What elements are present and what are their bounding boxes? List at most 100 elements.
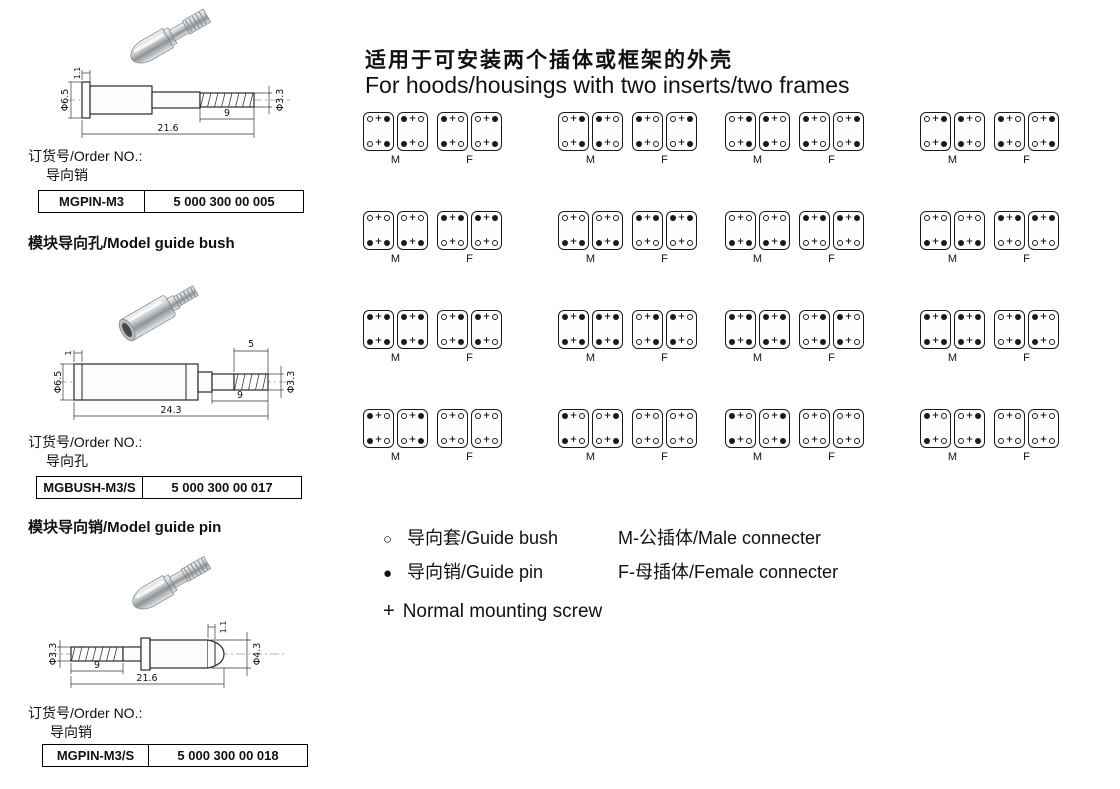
guide-bush-mark (562, 215, 568, 221)
guide-pin-mark (1049, 141, 1055, 147)
guide-bush-mark (492, 240, 498, 246)
male-unit: ++++M (363, 310, 428, 364)
guide-bush-drawing: Φ6.5 1 5 9 24.3 Φ3.3 (53, 339, 297, 420)
guide-bush-mark (729, 116, 735, 122)
mounting-screw-mark: + (1039, 138, 1048, 148)
male-unit: ++++M (363, 211, 428, 265)
guide-bush-mark (941, 438, 947, 444)
guide-pin-mark (746, 240, 752, 246)
order-no-label-3: 订货号/Order NO.: (28, 705, 143, 721)
female-unit: ++++F (437, 310, 502, 364)
mounting-screw-mark: + (736, 435, 745, 445)
guide-bush-mark (458, 116, 464, 122)
guide-bush-mark (596, 413, 602, 419)
guide-pin-mark (475, 339, 481, 345)
dim-dia-small: Φ3.3 (275, 89, 286, 112)
module-rect: ++ (666, 112, 697, 151)
unit-label: F (466, 451, 473, 463)
mounting-screw-mark: + (810, 114, 819, 124)
unit-rects: ++++ (725, 112, 790, 151)
module-row: ++++M++++F++++M++++F++++M++++F++++M++++F (363, 409, 1059, 463)
guide-bush-mark (579, 413, 585, 419)
guide-pin-mark (441, 141, 447, 147)
guide-bush-mark (998, 314, 1004, 320)
guide-bush-mark (1015, 438, 1021, 444)
module-rect: ++ (558, 310, 589, 349)
guide-pin-mark (1032, 314, 1038, 320)
guide-pin-mark (729, 413, 735, 419)
male-unit: ++++M (363, 112, 428, 166)
mounting-screw-mark: + (482, 114, 491, 124)
guide-bush-mark (441, 339, 447, 345)
unit-label: M (947, 253, 958, 265)
order-table-2: MGBUSH-M3/S 5 000 300 00 017 (36, 476, 302, 499)
order-table-3: MGPIN-M3/S 5 000 300 00 018 (42, 744, 308, 767)
module-rect: ++ (759, 409, 790, 448)
guide-pin-mark (941, 339, 947, 345)
guide-pin-mark (924, 240, 930, 246)
guide-pin-mark (687, 215, 693, 221)
guide-bush-mark (636, 339, 642, 345)
male-unit: ++++M (920, 409, 985, 463)
guide-bush-mark (780, 141, 786, 147)
guide-pin-mark (1015, 314, 1021, 320)
guide-bush-mark (367, 215, 373, 221)
guide-bush-mark (670, 413, 676, 419)
female-unit: ++++F (994, 112, 1059, 166)
guide-bush-mark (803, 240, 809, 246)
guide-bush-mark (384, 215, 390, 221)
guide-bush-mark (941, 215, 947, 221)
guide-pin-mark (653, 215, 659, 221)
guide-pin-mark (596, 116, 602, 122)
mounting-screw-mark: + (965, 411, 974, 421)
mounting-screw-mark: + (931, 213, 940, 223)
mounting-screw-mark: + (965, 237, 974, 247)
legend: ○ 导向套/Guide bush M-公插体/Male connecter ● … (383, 524, 838, 623)
guide-pin-mark (636, 215, 642, 221)
female-unit: ++++F (632, 310, 697, 364)
mounting-screw-mark: + (1039, 336, 1048, 346)
guide-pin-mark (763, 314, 769, 320)
guide-pin-mark (579, 116, 585, 122)
guide-bush-mark (670, 116, 676, 122)
module-rect: ++ (632, 112, 663, 151)
guide-bush-mark (854, 240, 860, 246)
module-rect: ++ (920, 112, 951, 151)
mounting-screw-mark: + (482, 213, 491, 223)
mounting-screw-mark: + (1005, 237, 1014, 247)
module-group: ++++M++++F (558, 211, 697, 265)
module-rect: ++ (471, 112, 502, 151)
module-rect: ++ (954, 211, 985, 250)
module-rect: ++ (833, 409, 864, 448)
guide-pin-label: 导向销/Guide pin (407, 562, 544, 582)
module-rect: ++ (1028, 211, 1059, 250)
guide-pin-mark (579, 339, 585, 345)
guide-bush-mark (958, 413, 964, 419)
unit-label: F (1023, 451, 1030, 463)
module-rect: ++ (558, 211, 589, 250)
guide-pin-mark (746, 116, 752, 122)
guide-pin-mark (729, 314, 735, 320)
unit-rects: ++++ (437, 112, 502, 151)
guide-pin-mark (975, 314, 981, 320)
module-rect: ++ (954, 409, 985, 448)
guide-pin-mark (458, 339, 464, 345)
guide-bush-mark (837, 116, 843, 122)
guide-bush-mark (653, 116, 659, 122)
female-unit: ++++F (994, 211, 1059, 265)
guide-bush-mark (653, 413, 659, 419)
guide-bush-mark (636, 438, 642, 444)
module-row: ++++M++++F++++M++++F++++M++++F++++M++++F (363, 310, 1059, 364)
guide-pin-mark (492, 116, 498, 122)
guide-bush-mark (746, 215, 752, 221)
unit-rects: ++++ (558, 409, 623, 448)
guide-pin-mark (1032, 215, 1038, 221)
unit-label: F (466, 253, 473, 265)
guide-bush-mark (746, 413, 752, 419)
guide-bush-mark (924, 141, 930, 147)
guide-pin-photo (130, 8, 212, 64)
guide-bush-mark (803, 339, 809, 345)
guide-bush-mark (1015, 141, 1021, 147)
guide-bush-mark (998, 413, 1004, 419)
mounting-screw-mark: + (810, 213, 819, 223)
